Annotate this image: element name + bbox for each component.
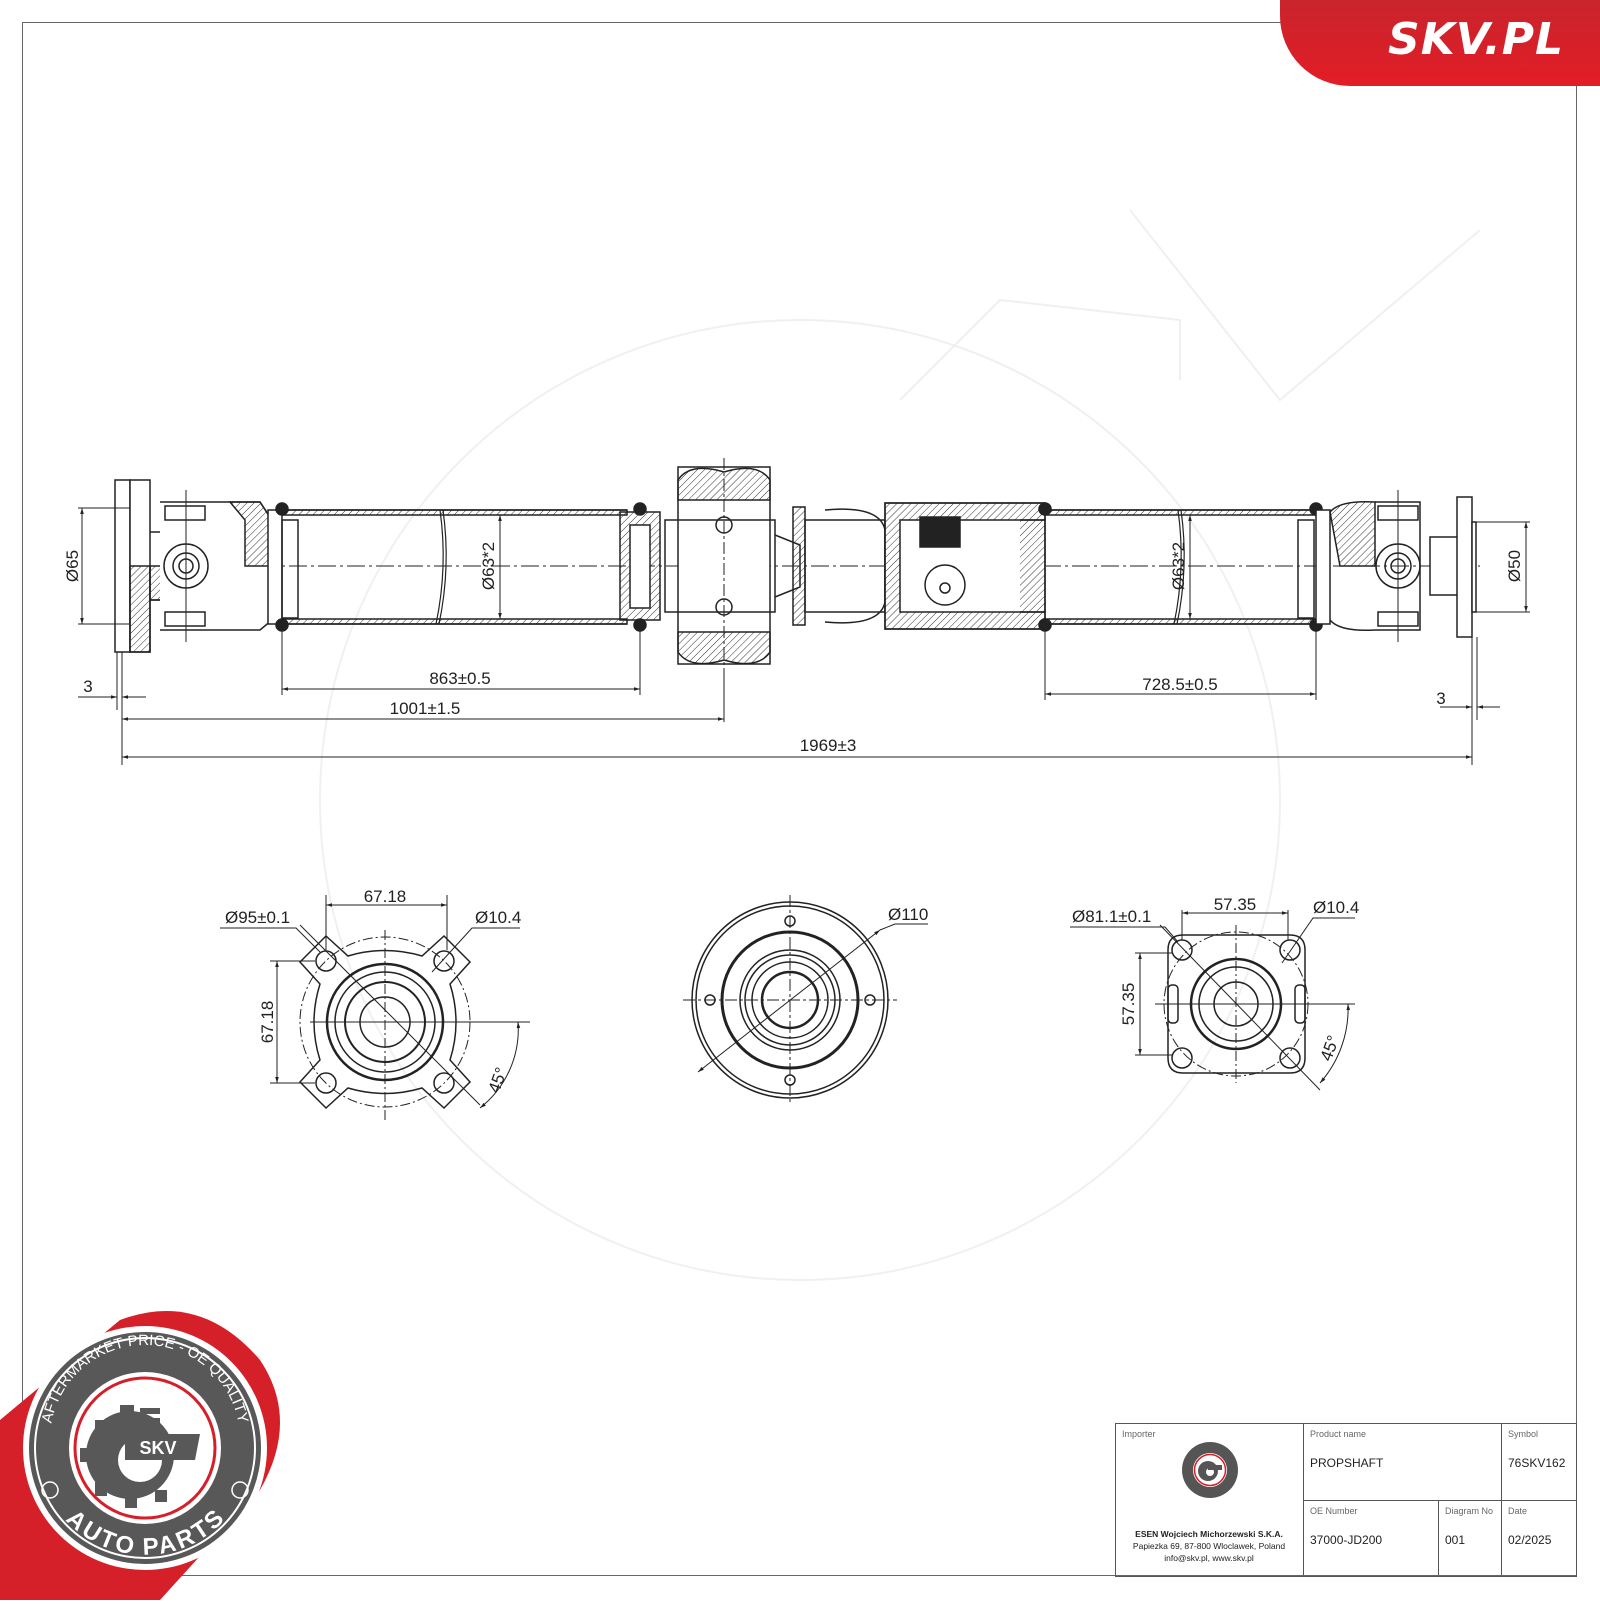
right-flange-end-view [1070, 910, 1355, 1091]
diagram-no-cell: Diagram No 001 [1439, 1501, 1502, 1575]
right-tube [1038, 502, 1331, 632]
slip-joint [792, 502, 1046, 630]
dim-total-length: 1969±3 [800, 736, 857, 755]
dim-left-flange-diameter: Ø65 [63, 550, 82, 582]
right-flange [1456, 496, 1477, 638]
skv-badge: SKV AFTERMARKET PRICE - OE QUALITY AUTO … [0, 1310, 300, 1600]
symbol-cell: Symbol 76SKV162 [1502, 1424, 1576, 1501]
symbol-value: 76SKV162 [1508, 1456, 1566, 1470]
dim-right-flange-h-spacing: 57.35 [1214, 895, 1257, 914]
dim-left-flange-h-spacing: 67.18 [364, 887, 407, 906]
dim-left-tube-length: 863±0.5 [429, 669, 490, 688]
center-bearing [664, 458, 801, 680]
importer-cell: Importer ESEN Wojciech Michorzewski S.K.… [1116, 1424, 1304, 1575]
right-universal-joint [1329, 490, 1459, 642]
watermark [319, 209, 1481, 1281]
oe-number-value: 37000-JD200 [1310, 1533, 1383, 1547]
date-cell: Date 02/2025 [1502, 1501, 1576, 1575]
dim-right-flange-v-spacing: 57.35 [1119, 983, 1138, 1026]
importer-name: ESEN Wojciech Michorzewski S.K.A. [1135, 1529, 1283, 1539]
product-name-cell: Product name PROPSHAFT [1304, 1424, 1502, 1501]
dim-left-flange-thickness: 3 [83, 677, 92, 696]
dim-right-tube-diameter: Ø63*2 [1169, 542, 1188, 590]
dim-left-tube-diameter: Ø63*2 [479, 542, 498, 590]
date-value: 02/2025 [1508, 1533, 1552, 1547]
importer-contact: info@skv.pl, www.skv.pl [1164, 1553, 1254, 1563]
drawing-frame [22, 22, 1577, 1576]
dim-right-flange-bolt-hole: Ø10.4 [1313, 898, 1359, 917]
product-name-label: Product name [1310, 1429, 1367, 1439]
left-flange-end-view [220, 895, 530, 1120]
dim-left-flange-v-spacing: 67.18 [258, 1001, 277, 1044]
importer-logo-icon [1182, 1442, 1238, 1498]
propshaft-main-view [78, 458, 1530, 765]
diagram-no-label: Diagram No [1445, 1506, 1494, 1516]
dim-right-tube-length: 728.5±0.5 [1142, 675, 1218, 694]
center-bearing-end-view [683, 895, 928, 1105]
brand-site-label: SKV.PL [1388, 14, 1564, 65]
dim-left-flange-bolt-hole: Ø10.4 [475, 908, 521, 927]
date-label: Date [1508, 1506, 1528, 1516]
importer-address: Papiezka 69, 87-800 Wloclawek, Poland [1132, 1541, 1286, 1551]
dim-right-flange-thickness: 3 [1436, 689, 1445, 708]
main-dimensions [78, 507, 1530, 765]
importer-label: Importer [1122, 1429, 1156, 1439]
gear-icon [80, 1405, 200, 1508]
oe-number-label: OE Number [1310, 1506, 1358, 1516]
product-name-value: PROPSHAFT [1310, 1456, 1384, 1470]
left-tube [267, 502, 661, 632]
dim-right-flange-diameter: Ø50 [1505, 550, 1524, 582]
diagram-no-value: 001 [1445, 1533, 1466, 1547]
left-universal-joint [160, 490, 276, 642]
title-block: Importer ESEN Wojciech Michorzewski S.K.… [1115, 1423, 1577, 1577]
dim-right-flange-angle: 45° [1317, 1033, 1344, 1064]
symbol-label: Symbol [1508, 1429, 1539, 1439]
dim-center-bearing-diameter: Ø110 [888, 905, 928, 924]
dim-left-flange-pitch-circle: Ø95±0.1 [225, 908, 290, 927]
oe-number-cell: OE Number 37000-JD200 [1304, 1501, 1439, 1575]
badge-center-text: SKV [139, 1438, 176, 1458]
dim-right-flange-pitch-circle: Ø81.1±0.1 [1072, 907, 1151, 926]
brand-banner: SKV.PL [1280, 0, 1600, 86]
dim-left-flange-angle: 45° [485, 1065, 512, 1096]
dim-left-section-length: 1001±1.5 [390, 699, 461, 718]
